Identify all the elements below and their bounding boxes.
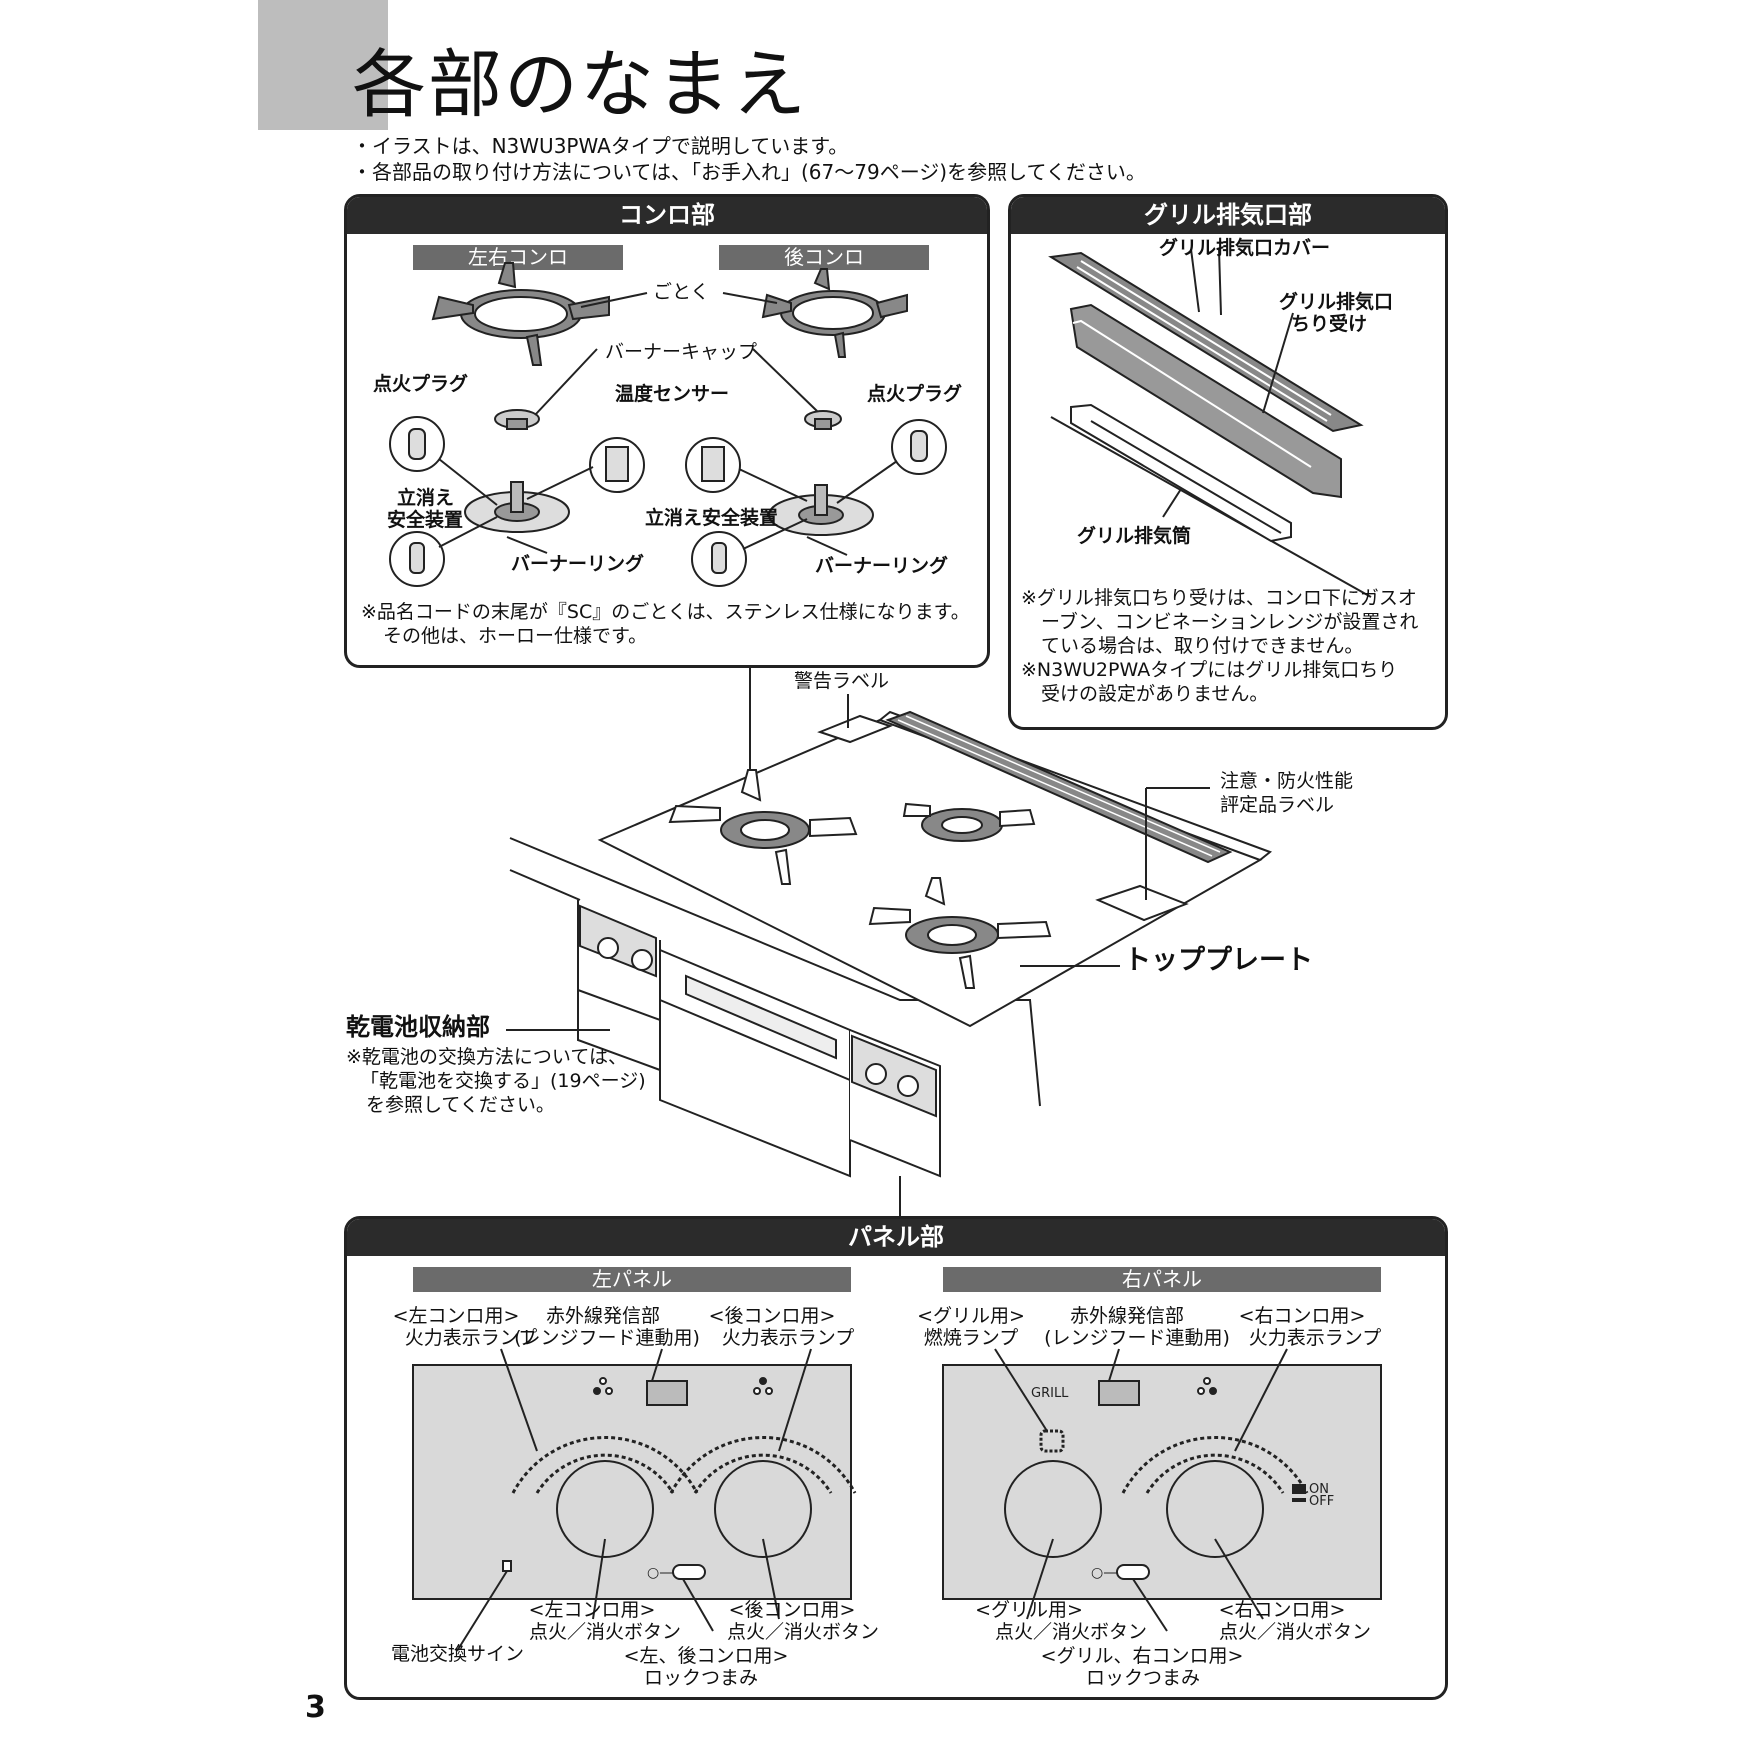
panel-header: パネル部 [347, 1219, 1445, 1256]
konro-sub-right: 後コンロ [719, 245, 929, 270]
svg-text:ON: ON [1309, 1482, 1329, 1497]
panel-illustration: ○— GRILL ○— ON OFF [412, 1348, 1382, 1652]
label-tachigie-right: 立消え安全装置 [645, 507, 779, 529]
label-gotoku: ごとく [653, 281, 710, 303]
label-burner-ring-right: バーナーリング [815, 555, 949, 577]
right-lamp-label-a: <右コンロ用> [1238, 1305, 1366, 1327]
left-lock-label-a: <左、後コンロ用> [623, 1645, 789, 1667]
left-back-lamp-label-b: 火力表示ランプ [721, 1327, 855, 1349]
label-chuui-1: 注意・防火性能 [1220, 770, 1354, 792]
grill-label-chiriuke-2: ちり受け [1291, 313, 1368, 335]
note-2: ・各部品の取り付け方法については、「お手入れ」(67〜79ページ)を参照してくだ… [352, 160, 1146, 184]
grill-label-tou: グリル排気筒 [1077, 525, 1192, 547]
label-chuui-2: 評定品ラベル [1220, 794, 1335, 816]
right-grill-lamp-label-b: 燃焼ランプ [923, 1327, 1019, 1349]
label-tenka-plug-right: 点火プラグ [867, 383, 963, 405]
left-lamp-label-b: 火力表示ランプ [404, 1327, 538, 1349]
right-ir-label-a: 赤外線発信部 [1069, 1305, 1184, 1327]
grill-label-cover: グリル排気口カバー [1159, 237, 1331, 259]
left-btn-label-a: <左コンロ用> [528, 1599, 656, 1621]
label-burner-ring-left: バーナーリング [511, 553, 645, 575]
svg-text:GRILL: GRILL [1031, 1386, 1069, 1401]
grill-footnote-4: ※N3WU2PWAタイプにはグリル排気口ちり [1021, 659, 1398, 681]
grill-btn-label-b: 点火／消火ボタン [994, 1621, 1147, 1643]
konro-footnote-1: ※品名コードの末尾が『SC』のごとくは、ステンレス仕様になります。 [361, 601, 970, 623]
label-keikoku: 警告ラベル [794, 670, 890, 692]
back-btn-label-a: <後コンロ用> [728, 1599, 856, 1621]
label-tachigie-left-1: 立消え [397, 487, 455, 509]
svg-text:○—: ○— [1091, 1565, 1117, 1581]
burner-right-icon [868, 877, 1052, 989]
right-lock-label-a: <グリル、右コンロ用> [1040, 1645, 1244, 1667]
burner-left-icon [668, 769, 858, 885]
panel-right-title: 右パネル [943, 1267, 1381, 1292]
konro-header: コンロ部 [347, 197, 987, 234]
right-btn-label-b: 点火／消火ボタン [1218, 1621, 1371, 1643]
battery-note-1: ※乾電池の交換方法については、 [346, 1046, 627, 1068]
page-number: 3 [305, 1690, 326, 1725]
title-block [258, 0, 388, 130]
battery-note-2: 「乾電池を交換する」(19ページ) [360, 1070, 646, 1092]
label-battery: 乾電池収納部 [346, 1013, 490, 1041]
grill-illustration [1048, 248, 1372, 598]
label-top-plate: トッププレート [1124, 945, 1313, 976]
konro-box: コンロ部 左右コンロ 後コンロ [344, 194, 990, 668]
note-1: ・イラストは、N3WU3PWAタイプで説明しています。 [352, 134, 849, 158]
konro-sub-left: 左右コンロ [413, 245, 623, 270]
svg-text:OFF: OFF [1309, 1494, 1334, 1509]
grill-footnote-2: ーブン、コンビネーションレンジが設置され [1041, 611, 1419, 633]
label-tachigie-left-2: 安全装置 [387, 509, 464, 531]
panel-left-title: 左パネル [413, 1267, 851, 1292]
battery-sign-label: 電池交換サイン [391, 1643, 525, 1665]
left-back-lamp-label-a: <後コンロ用> [708, 1305, 836, 1327]
right-grill-lamp-label-a: <グリル用> [917, 1305, 1025, 1327]
left-lamp-label-a: <左コンロ用> [392, 1305, 520, 1327]
gotoku-left-icon [431, 262, 610, 366]
panel-box: パネル部 左パネル 右パネル <左コンロ用> 火力表示ランプ 赤外線発信部 (レ… [344, 1216, 1448, 1700]
grill-footnote-5: 受けの設定がありません。 [1041, 683, 1269, 705]
battery-note-3: を参照してください。 [366, 1094, 555, 1116]
label-tenka-plug-left: 点火プラグ [373, 373, 469, 395]
right-btn-label-a: <右コンロ用> [1218, 1599, 1346, 1621]
left-ir-label-b: (レンジフード連動用) [514, 1327, 700, 1349]
grill-footnote-3: ている場合は、取り付けできません。 [1041, 635, 1364, 657]
label-burner-cap: バーナーキャップ [605, 341, 758, 363]
konro-illustration [389, 262, 947, 587]
konro-footnote-2: その他は、ホーロー仕様です。 [383, 625, 648, 647]
grill-header: グリル排気口部 [1011, 197, 1445, 234]
left-btn-label-b: 点火／消火ボタン [528, 1621, 681, 1643]
right-ir-label-b: (レンジフード連動用) [1044, 1327, 1230, 1349]
back-btn-label-b: 点火／消火ボタン [726, 1621, 879, 1643]
right-lamp-label-b: 火力表示ランプ [1248, 1327, 1382, 1349]
left-lock-label-b: ロックつまみ [643, 1667, 758, 1689]
page-title: 各部のなまえ [352, 42, 808, 128]
burner-back-icon [902, 802, 1036, 842]
gotoku-right-icon [761, 268, 908, 358]
grill-box: グリル排気口部 グリル排気口カバー グリル排気口 ちり受け グリル排気筒 ※グリ… [1008, 194, 1448, 730]
svg-text:○—: ○— [647, 1565, 673, 1581]
grill-btn-label-a: <グリル用> [975, 1599, 1083, 1621]
label-ondo-sensor: 温度センサー [615, 383, 730, 405]
grill-label-chiriuke-1: グリル排気口 [1279, 291, 1394, 313]
right-lock-label-b: ロックつまみ [1085, 1667, 1200, 1689]
left-ir-label-a: 赤外線発信部 [545, 1305, 660, 1327]
grill-footnote-1: ※グリル排気口ちり受けは、コンロ下にガスオ [1021, 587, 1417, 609]
